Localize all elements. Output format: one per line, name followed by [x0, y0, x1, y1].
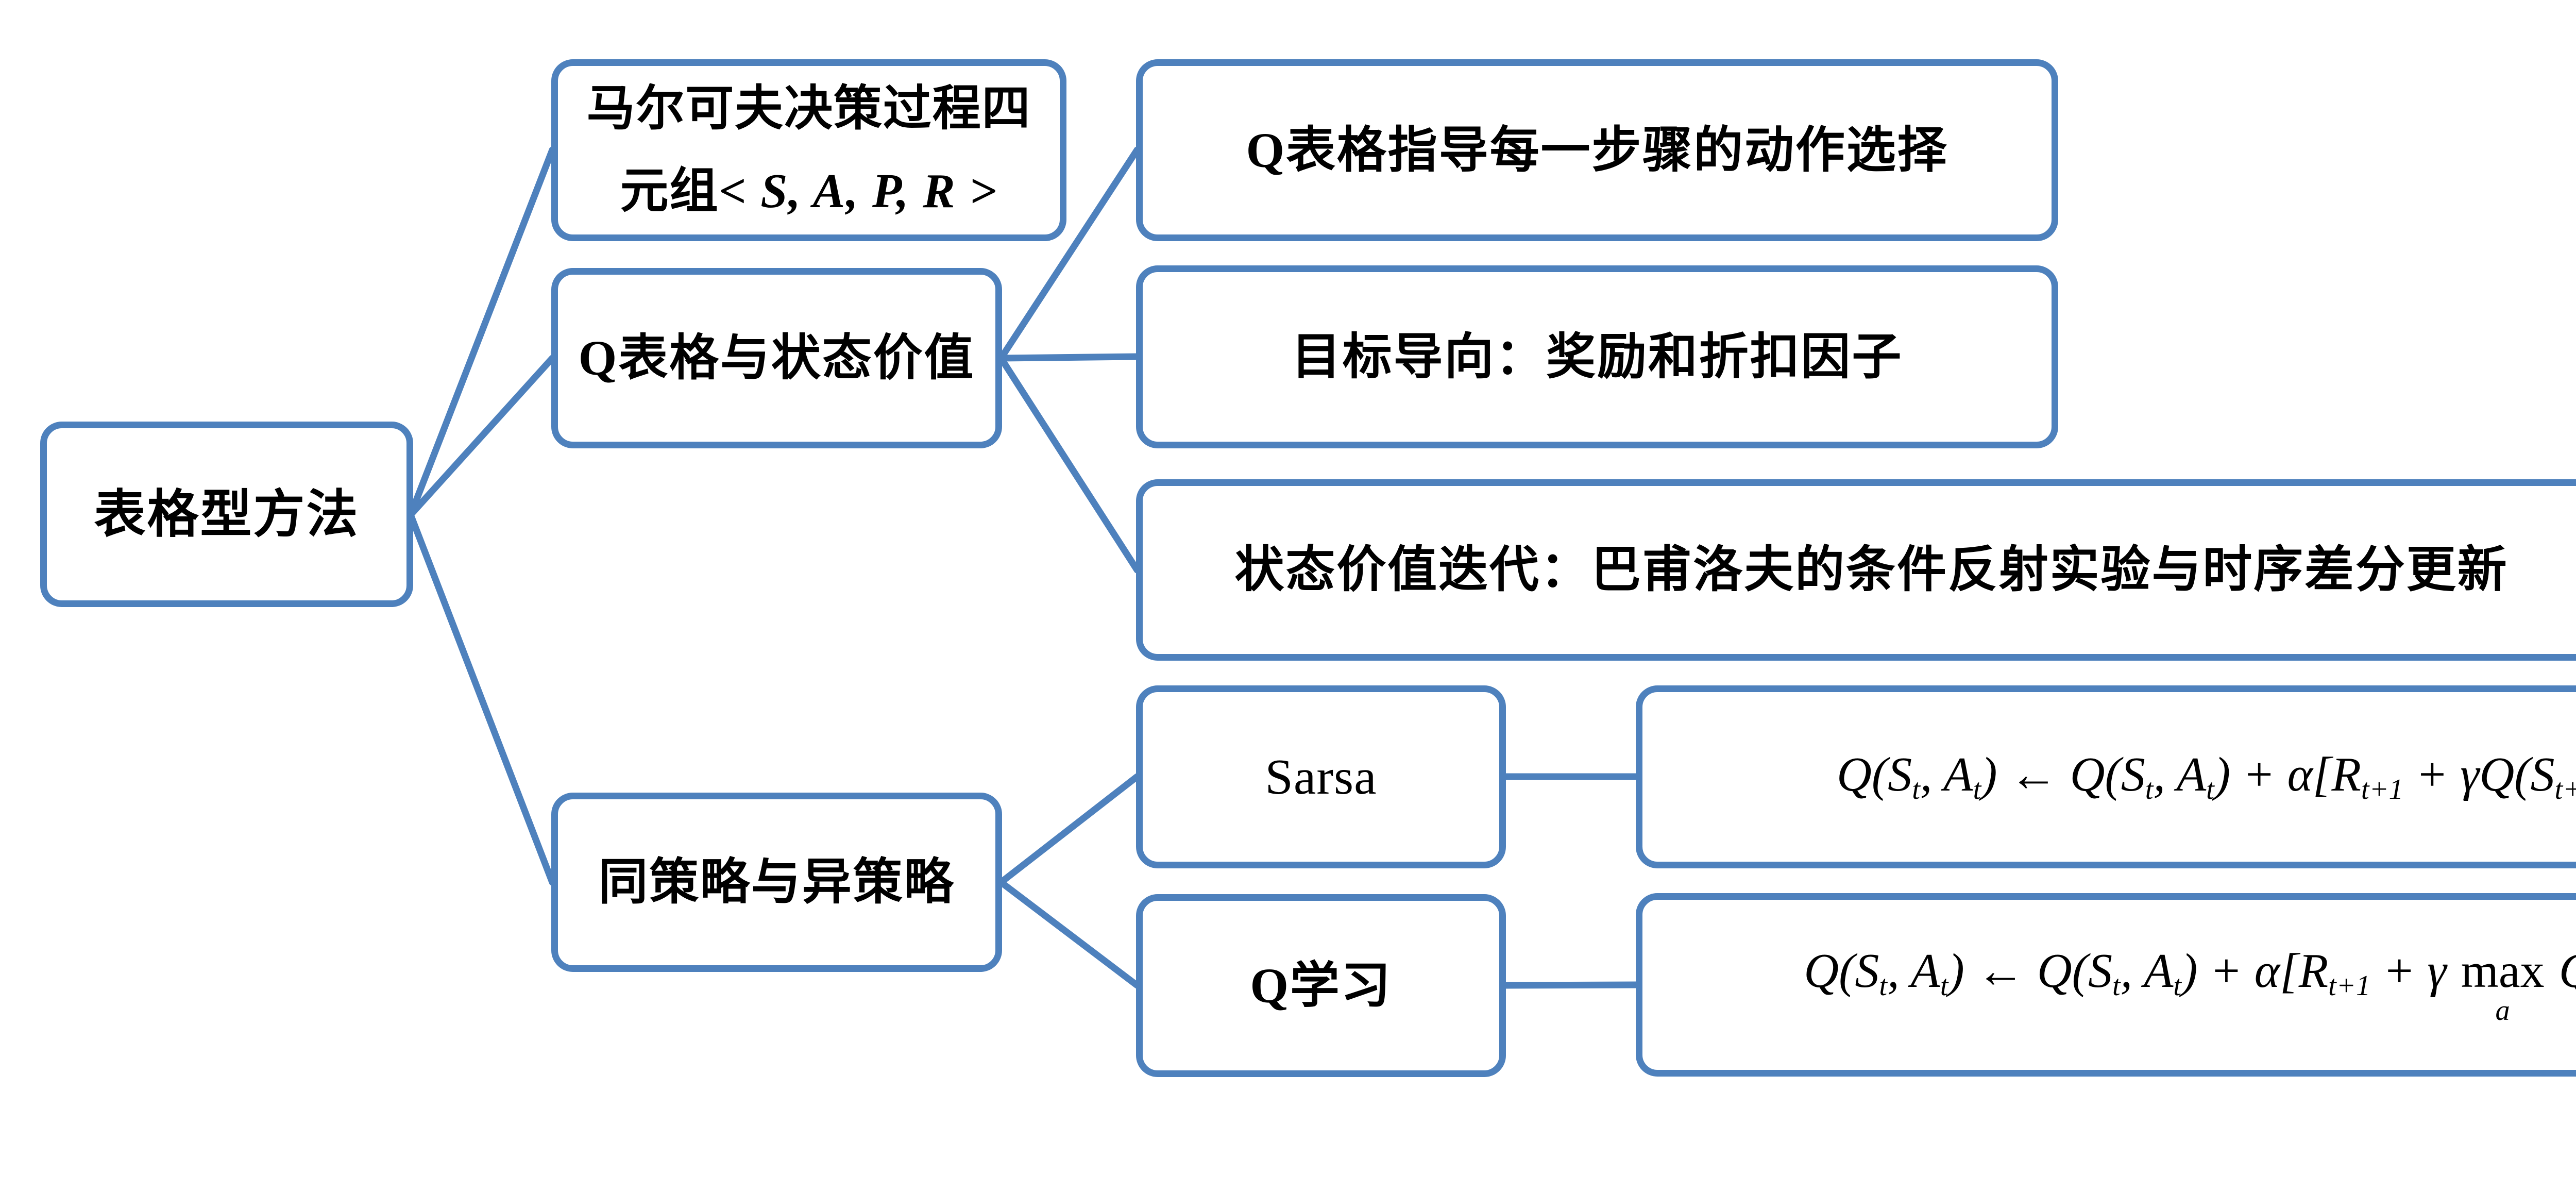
node-state-value-iteration-label: 状态价值迭代：巴甫洛夫的条件反射实验与时序差分更新: [1234, 542, 2509, 597]
node-mdp-tuple-math: < S, A, P, R >: [719, 164, 998, 218]
node-sarsa-formula: Q(St, At) ← Q(St, At) + α[Rt+1 + γQ(St+1…: [1636, 685, 2576, 868]
node-mdp-tuple-line2-prefix: 元组: [620, 164, 719, 218]
connector-qtable-to-goal: [997, 353, 1141, 362]
node-qtable-state-value: Q表格与状态价值: [551, 268, 1002, 448]
node-goal-oriented-label: 目标导向：奖励和折扣因子: [1291, 329, 1903, 384]
connector-root-to-mdp: [407, 146, 556, 518]
connector-root-to-qtable: [407, 355, 556, 518]
node-goal-oriented: 目标导向：奖励和折扣因子: [1136, 265, 2058, 448]
node-q-learning-label: Q学习: [1250, 958, 1392, 1013]
node-on-policy-off-policy-label: 同策略与异策略: [598, 854, 955, 910]
node-on-policy-off-policy: 同策略与异策略: [551, 793, 1002, 972]
node-mdp-tuple: 马尔可夫决策过程四 元组< S, A, P, R >: [551, 59, 1066, 241]
node-sarsa-label: Sarsa: [1265, 749, 1377, 805]
node-tabular-methods-label: 表格型方法: [94, 485, 360, 543]
node-mdp-tuple-line2: 元组< S, A, P, R >: [620, 150, 998, 233]
connector-qtable-to-valueiter: [997, 355, 1141, 574]
node-qtable-action-selection: Q表格指导每一步骤的动作选择: [1136, 59, 2058, 241]
connector-qtable-to-action: [997, 146, 1141, 362]
connector-policy-to-sarsa: [997, 773, 1141, 886]
node-qtable-state-value-label: Q表格与状态价值: [578, 330, 975, 385]
node-mdp-tuple-line1: 马尔可夫决策过程四: [586, 81, 1031, 136]
node-sarsa: Sarsa: [1136, 685, 1506, 868]
connector-policy-to-qlearning: [997, 879, 1141, 989]
connector-root-to-policy: [407, 511, 556, 886]
node-tabular-methods: 表格型方法: [40, 422, 413, 607]
sarsa-update-formula: Q(St, At) ← Q(St, At) + α[Rt+1 + γQ(St+1…: [1837, 748, 2576, 805]
node-qtable-action-selection-label: Q表格指导每一步骤的动作选择: [1246, 122, 1948, 178]
node-state-value-iteration: 状态价值迭代：巴甫洛夫的条件反射实验与时序差分更新: [1136, 479, 2576, 661]
node-q-learning: Q学习: [1136, 894, 1506, 1077]
